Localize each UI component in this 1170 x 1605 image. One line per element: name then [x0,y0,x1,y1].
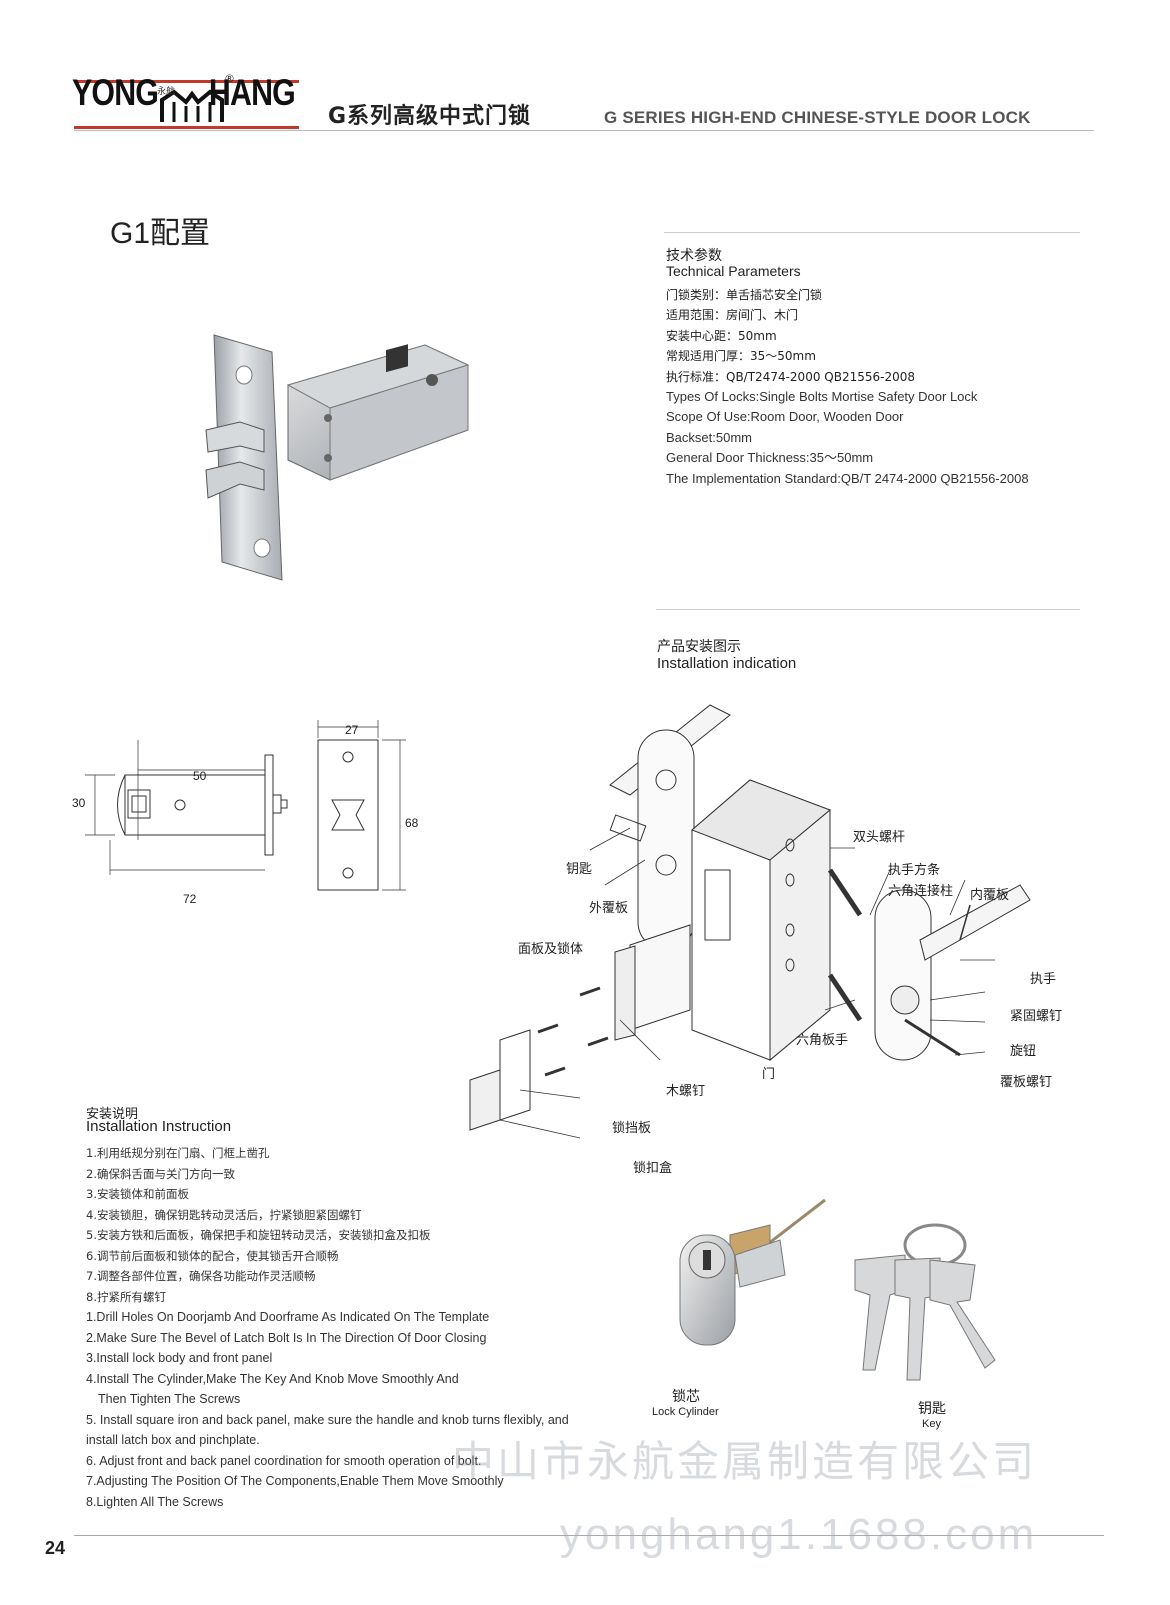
label-set-screw: 紧固螺钉 [1010,1009,1063,1024]
label-handle: 执手 [1030,972,1057,987]
step-cn: 7.调整各部件位置，确保各功能动作灵活顺畅 [86,1269,316,1283]
step-en: 6. Adjust front and back panel coordinat… [86,1453,482,1468]
label-wood-screw: 木螺钉 [666,1084,706,1099]
brand-gate-icon [160,89,224,122]
page-title: G1配置 [110,217,211,250]
step-en: 8.Lighten All The Screws [86,1494,224,1509]
step-en: 5. Install square iron and back panel, m… [86,1412,569,1427]
instructions-list: 1.利用纸规分别在门扇、门框上凿孔 2.确保斜舌面与关门方向一致 3.安装锁体和… [86,1143,569,1512]
tech-list: 门锁类别：单舌插芯安全门锁 适用范围：房间门、木门 安装中心距：50mm 常规适… [666,285,1029,489]
cylinder-label-cn: 锁芯 [672,1389,700,1405]
brand-reg: ® [224,72,235,85]
tech-item-cn: 门锁类别：单舌插芯安全门锁 [666,288,823,302]
tech-item-en: Types Of Locks:Single Bolts Mortise Safe… [666,389,978,405]
tech-item-en: The Implementation Standard:QB/T 2474-20… [666,470,1029,486]
label-panel-body: 面板及锁体 [518,942,584,957]
page-number: 24 [45,1538,66,1558]
lock-cylinder-image [679,1198,826,1346]
tech-item-cn: 常规适用门厚：35～50mm [666,349,816,364]
label-hex-post: 六角连接柱 [888,884,954,899]
step-en: install latch box and pinchplate. [86,1433,260,1447]
instructions-heading-cn: 安装说明 [86,1107,139,1122]
dim-50: 50 [193,769,207,783]
keys-image [854,1223,996,1381]
label-stud: 双头螺杆 [853,830,906,845]
step-cn: 3.安装锁体和前面板 [86,1187,189,1201]
tech-rule-top [664,232,1080,233]
install-heading-en: Installation indication [657,655,797,672]
install-heading-cn: 产品安装图示 [657,639,741,655]
step-cn: 8.拧紧所有螺钉 [86,1289,166,1304]
label-door: 门 [762,1067,776,1082]
step-en: 7.Adjusting The Position Of The Componen… [86,1474,504,1488]
lock-body-image [205,334,470,581]
tech-heading-cn: 技术参数 [666,248,722,264]
step-cn: 4.安装锁胆，确保钥匙转动灵活后，拧紧锁胆紧固螺钉 [86,1207,362,1222]
tech-item-en: General Door Thickness:35～50mm [666,450,874,466]
series-title-cn: G系列高级中式门锁 [328,104,532,129]
key-label-cn: 钥匙 [918,1401,946,1417]
label-hex-wrench: 六角板手 [796,1033,849,1048]
watermark-company: 中山市永航金属制造有限公司 [452,1437,1038,1486]
dim-30: 30 [72,796,86,810]
dim-27: 27 [345,723,359,737]
label-outer-cover: 外覆板 [589,901,629,916]
label-latch-plate: 锁挡板 [612,1121,652,1136]
header-rule [74,130,1094,131]
dim-68: 68 [405,816,419,830]
brand-left: YONG [72,72,159,113]
cylinder-label-en: Lock Cylinder [652,1406,719,1418]
step-en: 3.Install lock body and front panel [86,1351,273,1365]
key-label-en: Key [922,1418,941,1430]
exploded-diagram [469,704,1031,1139]
step-cn: 1.利用纸规分别在门扇、门框上凿孔 [86,1146,270,1160]
tech-item-cn: 执行标准：QB/T2474-2000 QB21556-2008 [666,369,915,384]
tech-item-en: Scope Of Use:Room Door, Wooden Door [666,409,904,425]
label-latch-box: 锁扣盒 [633,1161,673,1176]
step-en: Then Tighten The Screws [98,1392,241,1406]
series-title-en: G SERIES HIGH-END CHINESE-STYLE DOOR LOC… [604,108,1031,127]
step-cn: 6.调节前后面板和锁体的配合，使其锁舌开合顺畅 [86,1248,339,1263]
label-cover-screw: 覆板螺钉 [1000,1075,1053,1090]
brand-bar-top [74,80,299,83]
label-inner-cover: 内覆板 [970,888,1010,903]
tech-item-cn: 安装中心距：50mm [666,328,777,343]
tech-item-en: Backset:50mm [666,429,752,445]
label-knob: 旋钮 [1010,1044,1037,1059]
step-en: 4.Install The Cylinder,Make The Key And … [86,1371,459,1386]
brand-bar-bottom [74,126,299,129]
step-en: 1.Drill Holes On Doorjamb And Doorframe … [86,1310,490,1324]
tech-item-cn: 适用范围：房间门、木门 [666,308,799,323]
label-square-bar: 执手方条 [888,863,941,878]
step-cn: 5.安装方铁和后面板，确保把手和旋钮转动灵活，安装锁扣盒及扣板 [86,1228,431,1242]
label-key: 钥匙 [566,862,593,877]
footer-rule [74,1535,1104,1536]
dim-72: 72 [183,892,197,906]
tech-rule-bottom [656,609,1080,610]
instructions-heading-en: Installation Instruction [86,1118,232,1135]
dimension-drawing [85,720,406,891]
tech-heading-en: Technical Parameters [666,263,801,279]
watermark-url: yonghang1.1688.com [560,1510,1038,1559]
step-cn: 2.确保斜舌面与关门方向一致 [86,1166,235,1181]
brand-small: 永航 [157,87,176,97]
step-en: 2.Make Sure The Bevel of Latch Bolt Is I… [86,1330,487,1345]
